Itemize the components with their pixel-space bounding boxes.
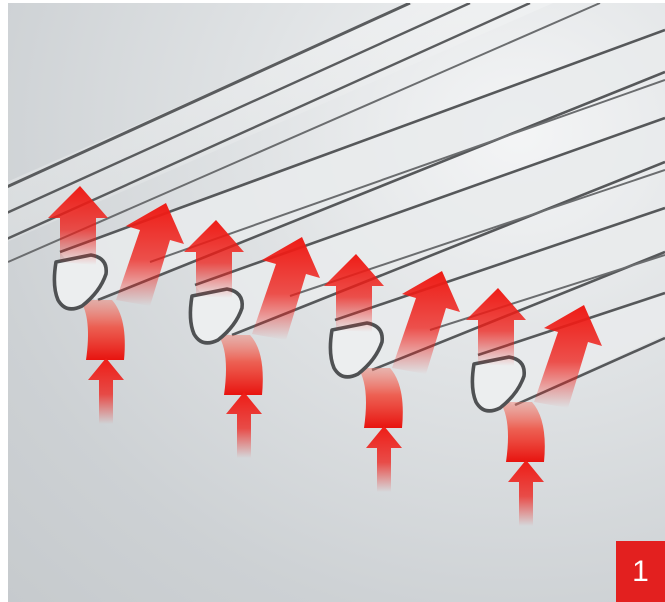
incoming-heat-arrow-icon: [226, 392, 262, 458]
fiber-unit-3: [324, 254, 460, 492]
heat-flow-stem: [358, 368, 403, 428]
fiber-unit-1: [48, 186, 184, 424]
fiber-unit-2: [184, 220, 320, 458]
incoming-heat-arrow-icon: [508, 460, 544, 526]
heat-flow-stem: [500, 402, 545, 462]
left-border: [0, 0, 8, 602]
heat-flow-stem: [80, 300, 125, 360]
figure-number-badge: 1: [616, 541, 665, 602]
incoming-heat-arrow-icon: [88, 358, 124, 424]
top-border: [0, 0, 665, 3]
fiber-unit-4: [466, 288, 602, 526]
incoming-heat-arrow-icon: [366, 426, 402, 492]
heat-flow-stem: [218, 335, 263, 395]
